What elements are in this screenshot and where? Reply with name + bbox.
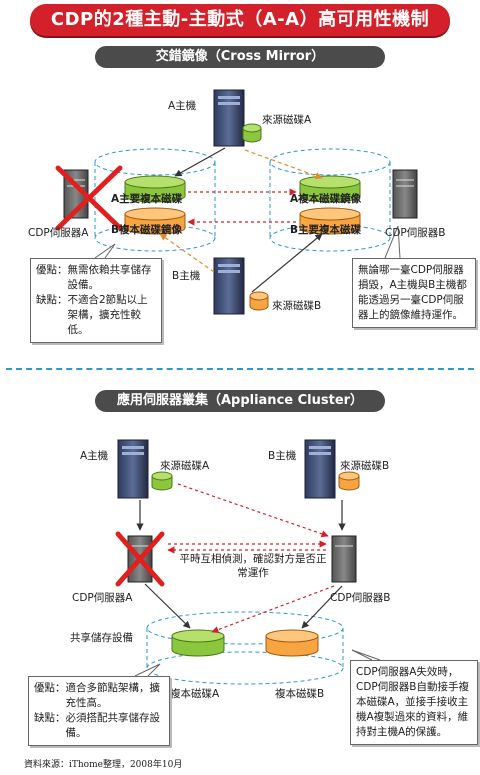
replica-disk-b-icon <box>265 629 319 657</box>
pros-text: 無需依賴共享儲存設備。 <box>67 264 152 291</box>
replica-a-label: 複本磁碟A <box>170 688 220 700</box>
cluster-ring-right <box>269 148 391 252</box>
bottom-server-a-label: CDP伺服器A <box>72 592 133 604</box>
host-a-server-icon <box>213 89 245 147</box>
source-disk-a-icon <box>242 123 262 143</box>
top-source-disk-a-label: 來源磁碟A <box>262 114 312 126</box>
bottom-section-header: 應用伺服器叢集（Appliance Cluster） <box>95 390 385 412</box>
arrow-b-cdpB-to-replicaB <box>301 585 343 629</box>
cons-label: 缺點： <box>36 294 68 306</box>
bottom-note-right: CDP伺服器A失效時，CDP伺服器B自動接手複本磁碟A，並接手接收主機A複製過來… <box>350 660 478 745</box>
cdp-server-b-icon <box>392 169 418 219</box>
bottom-source-disk-a-icon <box>151 471 173 491</box>
replica-b-label: 複本磁碟B <box>275 688 325 700</box>
cons-text: 必須搭配共享儲存設備。 <box>65 712 161 739</box>
top-host-a-label: A主機 <box>168 100 197 112</box>
shared-storage-label: 共享儲存設備 <box>70 632 133 644</box>
bottom-cross-mark-icon <box>115 531 165 587</box>
arrow-b-cdpB-to-replicaA <box>211 585 335 634</box>
replica-disk-a-icon <box>171 629 225 657</box>
disk-b-mirror-label: B複本磁碟鏡像 <box>111 224 183 236</box>
top-server-a-label: CDP伺服器A <box>28 227 89 239</box>
arrow-b-hostA-to-cdpB <box>177 483 329 538</box>
arrow-hostB-to-mirrorB <box>159 233 215 273</box>
top-section-header: 交錯鏡像（Cross Mirror） <box>95 46 385 68</box>
heartbeat-label: 平時互相偵測，確認對方是否正常運作 <box>179 553 327 579</box>
source-credit: 資料來源：iThome整理，2008年10月 <box>24 760 183 770</box>
host-b-server-icon <box>213 257 245 315</box>
bottom-host-b-label: B主機 <box>268 450 297 462</box>
cross-mark-icon <box>55 165 123 231</box>
top-host-b-label: B主機 <box>172 270 201 282</box>
top-note-left: 優點：無需依賴共享儲存設備。 缺點：不適合2節點以上架構，擴充性較低。 <box>30 258 162 343</box>
top-server-b-label: CDP伺服器B <box>385 227 446 239</box>
disk-b-mirror-icon <box>124 207 186 235</box>
arrow-hostA-to-diskA <box>174 147 226 177</box>
arrow-hostB-to-diskB <box>251 233 323 293</box>
disk-a-primary-icon <box>124 175 186 203</box>
bottom-host-b-server-icon <box>304 439 336 499</box>
pros-text: 適合多節點架構，擴充性高。 <box>65 682 161 709</box>
bottom-note-left: 優點：適合多節點架構，擴充性高。 缺點：必須搭配共享儲存設備。 <box>28 676 170 746</box>
shared-storage-ring <box>146 611 344 685</box>
bottom-source-disk-b-label: 來源磁碟B <box>340 460 390 472</box>
top-note-right: 無論哪一臺CDP伺服器損毀，A主機與B主機都能透過另一臺CDP伺服器上的鏡像維持… <box>352 258 476 328</box>
disk-b-primary-icon <box>299 207 361 235</box>
section-divider <box>6 368 474 370</box>
disk-a-mirror-label: A複本磁碟鏡像 <box>290 193 362 205</box>
disk-b-primary-label: B主要複本磁碟 <box>290 224 362 236</box>
bottom-host-a-label: A主機 <box>80 450 109 462</box>
top-source-disk-b-label: 來源磁碟B <box>272 300 322 312</box>
pros-label: 優點： <box>36 264 68 276</box>
bottom-source-disk-a-label: 來源磁碟A <box>160 460 210 472</box>
arrow-b-cdpA-to-replicaA <box>144 583 191 629</box>
bottom-host-a-server-icon <box>117 439 149 499</box>
source-disk-b-icon <box>249 291 269 311</box>
bottom-source-disk-b-icon <box>338 471 360 491</box>
bottom-cdp-server-b-icon <box>331 535 357 583</box>
page-title: CDP的2種主動-主動式（A-A）高可用性機制 <box>30 4 450 36</box>
cons-text: 不適合2節點以上架構，擴充性較低。 <box>67 294 148 336</box>
cons-label: 缺點： <box>34 712 66 724</box>
bottom-server-b-label: CDP伺服器B <box>330 592 391 604</box>
disk-a-primary-label: A主要複本磁碟 <box>111 193 183 205</box>
pros-label: 優點： <box>34 682 66 694</box>
